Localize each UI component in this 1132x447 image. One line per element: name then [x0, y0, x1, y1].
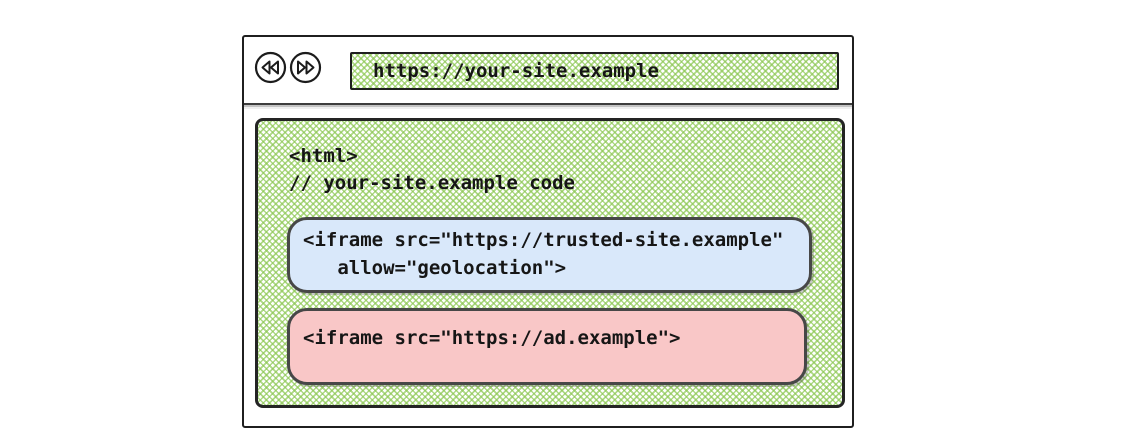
fast-forward-icon	[289, 51, 322, 84]
trusted-iframe-box: <iframe src="https://trusted-site.exampl…	[287, 217, 812, 293]
rewind-icon	[254, 51, 287, 84]
ad-iframe-box: <iframe src="https://ad.example">	[287, 308, 807, 385]
html-open-tag-line: <html>	[289, 145, 358, 167]
site-code-comment-line: // your-site.example code	[289, 172, 575, 194]
page-viewport: <html> // your-site.example code <iframe…	[244, 109, 852, 426]
toolbar-divider	[244, 103, 852, 109]
back-button[interactable]	[254, 51, 287, 84]
browser-window: https://your-site.example <html> // your…	[242, 35, 854, 428]
trusted-iframe-allow-line: allow="geolocation">	[303, 257, 567, 279]
page-source-code: <html> // your-site.example code	[289, 143, 575, 197]
address-bar[interactable]: https://your-site.example	[350, 52, 839, 90]
your-site-page-panel: <html> // your-site.example code <iframe…	[255, 118, 845, 408]
trusted-iframe-src-line: <iframe src="https://trusted-site.exampl…	[303, 229, 784, 251]
ad-iframe-src-line: <iframe src="https://ad.example">	[303, 327, 681, 349]
url-text: https://your-site.example	[373, 60, 659, 82]
forward-button[interactable]	[289, 51, 322, 84]
browser-toolbar: https://your-site.example	[244, 37, 852, 103]
